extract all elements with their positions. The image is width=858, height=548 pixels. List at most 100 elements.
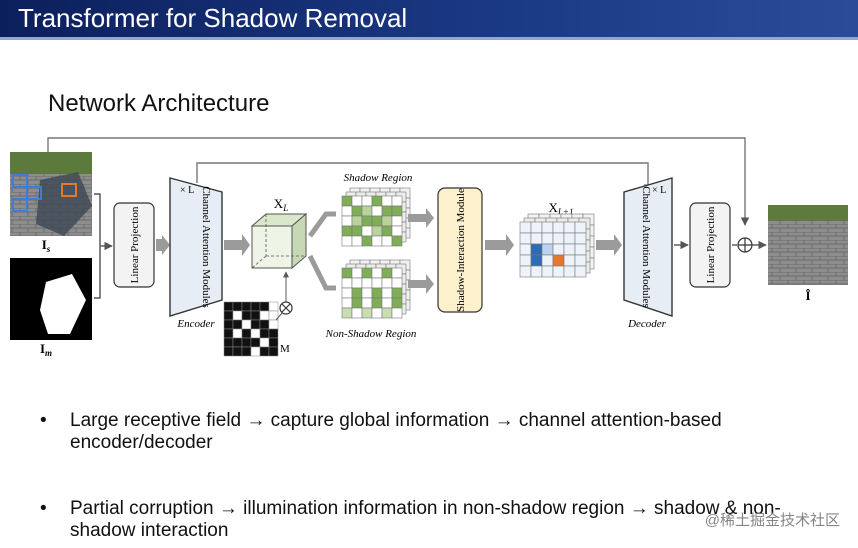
shadow-region-cell (341, 195, 353, 207)
bullet-marker: • (40, 410, 47, 431)
non-shadow-region-cell (391, 307, 403, 319)
arrow-shadow-to-sim (408, 208, 434, 228)
shadow-region-cell (391, 215, 403, 227)
non-shadow-region-cell (381, 307, 393, 319)
linear-projection-right-label: Linear Projection (705, 206, 717, 283)
mask-grid-cell (250, 301, 261, 312)
arrow-sim-to-output (485, 234, 514, 256)
output-feature-cell (541, 254, 554, 267)
shadow-region-cell (391, 195, 403, 207)
shadow-region-cell (381, 235, 393, 247)
mask-grid-cell (223, 328, 234, 339)
multiply-operator (279, 301, 293, 315)
sim-label: Shadow-Interaction Module (455, 188, 467, 312)
shadow-region-cell (391, 225, 403, 237)
non-shadow-region-cell (381, 287, 393, 299)
mask-grid-cell (241, 328, 252, 339)
mask-grid-cell (250, 346, 261, 357)
shadow-region-cell (381, 195, 393, 207)
output-feature-label: XL+1 (549, 200, 574, 217)
output-feature-cell (530, 221, 543, 234)
output-feature-cell (574, 265, 587, 278)
shadow-region-cell (381, 205, 393, 217)
shadow-region-cell (381, 225, 393, 237)
shadow-interaction-module (437, 187, 483, 313)
output-feature-cube (519, 213, 595, 278)
decoder-repeat: × L (652, 185, 666, 196)
shadow-region-cell (371, 195, 383, 207)
output-feature-cell (519, 254, 532, 267)
shadow-region-cell (361, 215, 373, 227)
bullet-text-1: Large receptive field → capture global i… (70, 410, 722, 453)
add-operator (737, 237, 753, 253)
shadow-region-cell (341, 235, 353, 247)
output-feature-cell (563, 254, 576, 267)
non-shadow-region-cell (371, 267, 383, 279)
non-shadow-region-cell (341, 297, 353, 309)
non-shadow-region-cell (351, 287, 363, 299)
non-shadow-region-cell (391, 277, 403, 289)
mask-grid-cell (268, 346, 279, 357)
mask-grid-cell (232, 319, 243, 330)
non-shadow-region-cell (371, 287, 383, 299)
output-feature-cell (541, 221, 554, 234)
output-feature-cell (552, 232, 565, 245)
input-image-label: Is (42, 237, 51, 254)
mask-grid-cell (223, 310, 234, 321)
mask-label: Im (40, 341, 52, 358)
non-shadow-region-cell (351, 267, 363, 279)
mask-grid-label: M (280, 343, 290, 355)
output-feature-cell (552, 221, 565, 234)
shadow-region-cell (351, 205, 363, 217)
output-feature-cell (563, 232, 576, 245)
output-feature-cell (530, 243, 543, 256)
output-feature-cell (574, 232, 587, 245)
mask-grid (223, 301, 279, 357)
mask-grid-cell (250, 337, 261, 348)
output-feature-cell (519, 232, 532, 245)
mask-grid-cell (223, 319, 234, 330)
non-shadow-region-cell (361, 277, 373, 289)
decoder-block (623, 177, 673, 317)
arrow-to-decoder (596, 234, 622, 256)
output-feature-cell (519, 221, 532, 234)
mask-grid-cell (241, 301, 252, 312)
mask-grid-cell (250, 319, 261, 330)
shadow-region-cell (361, 235, 373, 247)
mask-grid-cell (241, 310, 252, 321)
input-mask-image (10, 258, 92, 340)
shadow-region-cell (391, 235, 403, 247)
output-feature-cell (541, 243, 554, 256)
shadow-region-cell (371, 235, 383, 247)
non-shadow-region-cell (351, 297, 363, 309)
output-feature-cell (519, 265, 532, 278)
non-shadow-region-cell (371, 277, 383, 289)
bullet-item-2: • Partial corruption → illumination info… (40, 498, 830, 542)
linear-projection-left-label: Linear Projection (129, 206, 141, 283)
slide-title: Transformer for Shadow Removal (18, 3, 408, 33)
output-feature-cell (563, 221, 576, 234)
non-shadow-region-cell (391, 297, 403, 309)
mask-grid-cell (223, 346, 234, 357)
output-feature-cell (574, 254, 587, 267)
output-feature-cell (552, 265, 565, 278)
non-shadow-region-cell (341, 307, 353, 319)
input-merge-bracket (94, 193, 101, 299)
bullet-item-1: • Large receptive field → capture global… (40, 410, 830, 454)
shadow-region-cell (361, 205, 373, 217)
linear-projection-left (113, 202, 155, 288)
encoder-label: Encoder (176, 318, 215, 330)
bullet-marker: • (40, 498, 47, 519)
skip-connection-outer (47, 137, 750, 226)
output-feature-cell (530, 232, 543, 245)
mask-grid-cell (268, 337, 279, 348)
output-image (768, 205, 848, 285)
non-shadow-region-cell (391, 287, 403, 299)
section-heading: Network Architecture (48, 90, 270, 117)
mask-grid-cell (259, 301, 270, 312)
non-shadow-region-cell (371, 307, 383, 319)
mask-grid-cell (241, 346, 252, 357)
shadow-region-label: Shadow Region (344, 172, 413, 184)
mask-grid-cell (268, 328, 279, 339)
